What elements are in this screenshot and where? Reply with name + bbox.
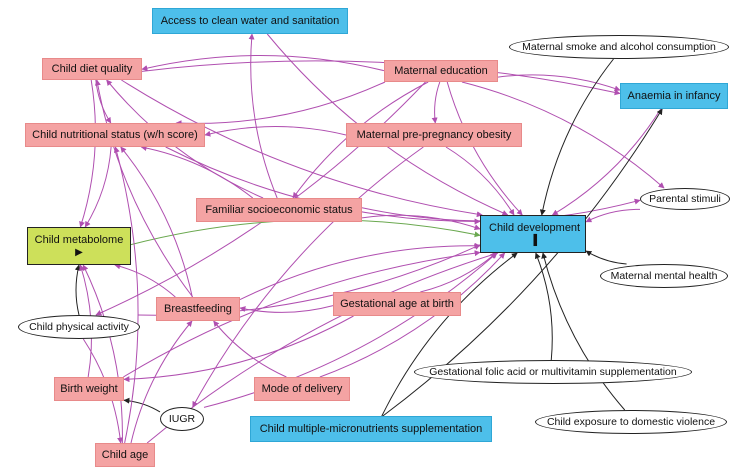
node-familiar-socioeconomic-status: Familiar socioeconomic status	[196, 198, 362, 222]
edge-child-nutritional-to-child-metabolome	[84, 146, 112, 228]
edge-breastfeeding-to-child-development	[239, 242, 481, 301]
node-maternal-mental-health: Maternal mental health	[600, 264, 728, 288]
node-label: Access to clean water and sanitation	[160, 15, 340, 27]
edge-domestic-violence-to-child-development	[541, 252, 626, 411]
edge-breastfeeding-to-child-metabolome	[114, 263, 176, 298]
edge-child-activity-to-child-metabolome	[74, 264, 81, 316]
node-label: Gestational age at birth	[340, 298, 454, 310]
node-label: Child age	[101, 449, 149, 461]
edge-mode-delivery-to-breastfeeding	[213, 320, 287, 378]
edge-micronutrients-to-anaemia	[382, 108, 663, 417]
edge-mode-delivery-to-child-development	[319, 252, 506, 378]
edge-maternal-obesity-to-iugr	[192, 146, 424, 408]
play-marker-icon: ▶	[75, 247, 83, 258]
node-anaemia-in-infancy: Anaemia in infancy	[620, 83, 728, 109]
edge-gestational-age-to-child-development	[420, 252, 497, 293]
edge-anaemia-to-child-development	[551, 108, 662, 216]
node-maternal-smoke: Maternal smoke and alcohol consumption	[509, 35, 729, 59]
node-access-water: Access to clean water and sanitation	[152, 8, 348, 34]
edge-familiar-ses-to-child-development	[361, 214, 481, 231]
edge-iugr-to-child-development	[203, 252, 498, 408]
node-gestational-folic-acid-supplementation: Gestational folic acid or multivitamin s…	[414, 360, 692, 384]
node-label: Breastfeeding	[164, 303, 232, 315]
node-maternal-obesity: Maternal pre-pregnancy obesity	[346, 123, 522, 147]
edge-child-diet-to-anaemia	[141, 60, 621, 96]
edge-maternal-obesity-to-child-development	[445, 146, 515, 216]
edge-breastfeeding-to-child-nutritional	[120, 146, 193, 298]
edge-birth-weight-to-child-development	[123, 250, 481, 378]
node-label: Child nutritional status (w/h score)	[32, 129, 198, 141]
edge-parental-stimuli-to-child-development	[585, 208, 641, 223]
node-label: Child metabolome	[34, 234, 124, 246]
node-breastfeeding: Breastfeeding	[156, 297, 240, 321]
node-label: Birth weight	[60, 383, 118, 395]
node-label: Child diet quality	[51, 63, 133, 75]
edge-maternal-education-to-child-development	[446, 81, 523, 216]
node-child-age: Child age	[95, 443, 155, 467]
edge-child-metabolome-to-child-development	[130, 219, 481, 246]
node-label: Maternal smoke and alcohol consumption	[522, 41, 716, 53]
edge-maternal-education-to-parental-stimuli	[461, 81, 665, 189]
node-label: Familiar socioeconomic status	[205, 204, 353, 216]
node-label: Maternal pre-pregnancy obesity	[356, 129, 512, 141]
edge-breastfeeding-to-child-diet	[94, 79, 194, 298]
node-label: Child multiple-micronutrients supplement…	[259, 423, 483, 435]
node-label: Maternal education	[394, 65, 488, 77]
node-child-development: Child development ▌	[480, 215, 586, 253]
edge-maternal-education-to-maternal-obesity	[431, 81, 441, 124]
node-label: Child exposure to domestic violence	[546, 416, 716, 428]
edge-familiar-ses-to-child-nutritional	[140, 145, 254, 199]
edge-child-diet-to-child-metabolome	[79, 79, 96, 228]
edge-child-diet-to-child-development	[121, 79, 483, 218]
edge-maternal-education-to-anaemia	[497, 74, 621, 92]
edge-maternal-mental-to-child-development	[585, 250, 627, 265]
node-label: Parental stimuli	[649, 193, 721, 205]
node-child-nutritional-status: Child nutritional status (w/h score)	[25, 123, 205, 147]
node-maternal-education: Maternal education	[384, 60, 498, 82]
edge-maternal-education-to-child-nutritional	[175, 81, 386, 127]
edge-child-age-to-child-nutritional	[113, 146, 139, 444]
edge-familiar-ses-to-child-diet	[106, 79, 264, 199]
node-label: Gestational folic acid or multivitamin s…	[429, 366, 677, 378]
node-child-micronutrients-supplementation: Child multiple-micronutrients supplement…	[250, 416, 492, 442]
node-child-diet-quality: Child diet quality	[42, 58, 142, 80]
edge-child-age-to-child-metabolome	[82, 264, 123, 444]
node-iugr: IUGR	[160, 407, 204, 431]
edge-maternal-obesity-to-child-nutritional	[204, 126, 347, 137]
node-birth-weight: Birth weight	[54, 377, 124, 401]
node-child-physical-activity: Child physical activity	[18, 315, 140, 339]
node-mode-of-delivery: Mode of delivery	[254, 377, 350, 401]
bar-marker-icon: ▌	[533, 235, 541, 246]
node-label: Child development	[489, 222, 581, 234]
node-parental-stimuli: Parental stimuli	[640, 188, 730, 210]
edge-familiar-ses-to-access-water	[248, 33, 278, 199]
edge-maternal-education-to-child-diet	[141, 54, 385, 72]
node-child-metabolome: Child metabolome ▶	[27, 227, 131, 265]
node-label: IUGR	[168, 413, 196, 425]
node-label: Maternal mental health	[610, 270, 718, 282]
node-label: Anaemia in infancy	[627, 90, 721, 102]
node-child-exposure-domestic-violence: Child exposure to domestic violence	[535, 410, 727, 434]
edge-gestational-folic-to-child-development	[534, 252, 553, 361]
edge-child-age-to-breastfeeding	[130, 320, 193, 444]
node-label: Mode of delivery	[261, 383, 343, 395]
node-gestational-age-at-birth: Gestational age at birth	[333, 292, 461, 316]
edge-gestational-age-to-breastfeeding	[239, 305, 334, 313]
edge-micronutrients-to-child-development	[381, 252, 518, 417]
node-label: Child physical activity	[29, 321, 129, 333]
edge-maternal-smoke-to-child-development	[539, 58, 614, 216]
